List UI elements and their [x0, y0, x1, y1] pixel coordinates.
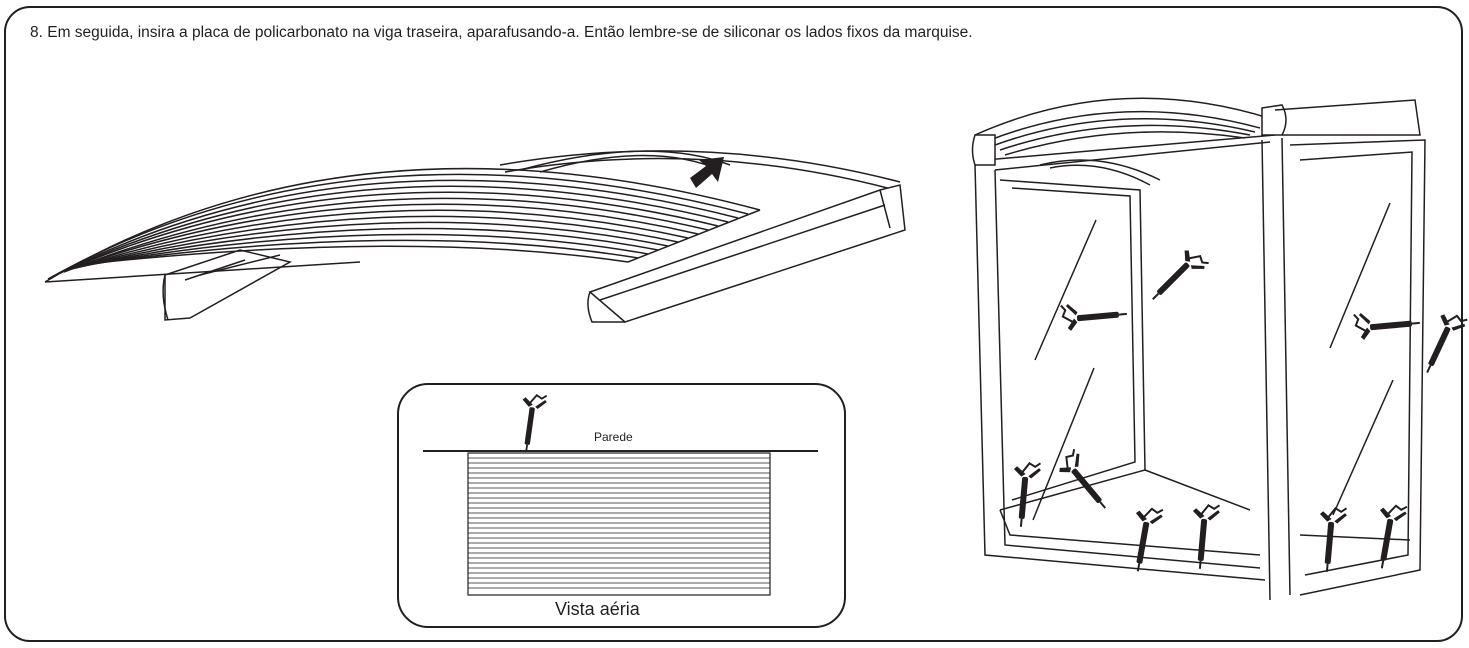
arrow-icon	[690, 157, 724, 188]
inset-caption: Vista aéria	[555, 599, 641, 619]
caulking-gun-icon	[1143, 243, 1211, 311]
caulking-gun-icon	[1186, 502, 1222, 572]
wall-label: Parede	[594, 430, 633, 444]
enclosure-sealing-drawing	[971, 97, 1426, 601]
step-panel	[4, 6, 1463, 642]
caulking-gun-icon	[1053, 447, 1118, 517]
canopy-installation-drawing	[44, 150, 906, 323]
caulking-gun-icon	[1415, 307, 1469, 380]
caulking-gun-icon	[1125, 504, 1165, 575]
caulking-gun-icon	[1007, 460, 1043, 530]
caulking-gun-icon	[1059, 297, 1129, 333]
caulking-gun-icon	[1313, 505, 1349, 575]
aerial-view-inset: Parede Vista aéria	[397, 383, 846, 628]
step-instruction: 8. Em seguida, insira a placa de policar…	[30, 24, 973, 41]
